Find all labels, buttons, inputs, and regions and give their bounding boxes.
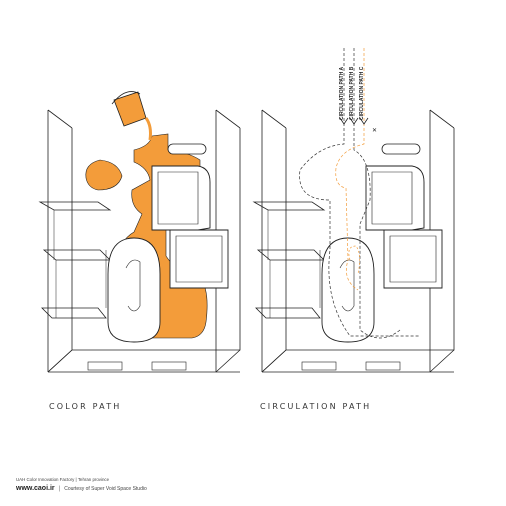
project-credit: UAH Color Innovation Factory | Tehran pr…	[16, 477, 110, 482]
legend-path-a: CIRCULATION PATH A	[339, 66, 345, 120]
circulation-path-b-line	[353, 48, 401, 339]
circulation-path-panel: ✕	[253, 48, 455, 373]
circulation-path-a-line	[299, 48, 420, 337]
svg-text:✕: ✕	[372, 127, 377, 134]
paint-bucket-icon	[111, 91, 152, 141]
legend-path-c: CIRCULATION PATH C	[359, 66, 365, 120]
color-path-panel	[39, 91, 241, 373]
legend-path-b: CIRCULATION PATH B	[349, 66, 355, 120]
site-link[interactable]: www.caoi.ir	[16, 485, 55, 492]
circulation-path-caption: CIRCULATION PATH	[260, 402, 372, 411]
color-path-caption: COLOR PATH	[49, 402, 122, 411]
credit-separator: |	[58, 485, 61, 492]
credit-line: www.caoi.ir | Courtesy of Super Void Spa…	[16, 485, 147, 492]
courtesy-credit: Courtesy of Super Void Space Studio	[64, 485, 147, 492]
